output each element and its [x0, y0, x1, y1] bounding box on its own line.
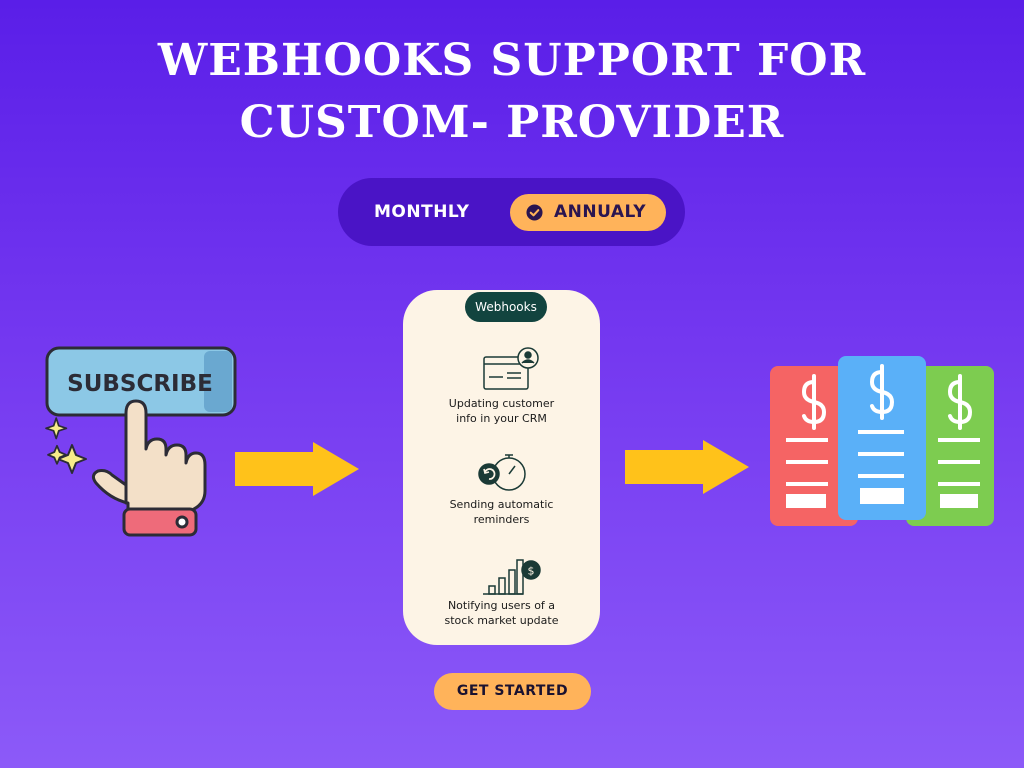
- title-line-1: WEBHOOKS SUPPORT FOR: [157, 35, 867, 86]
- subscribe-text: SUBSCRIBE: [67, 371, 213, 397]
- subscribe-button-graphic: SUBSCRIBE: [45, 346, 237, 417]
- arrow-right-icon: [625, 440, 749, 494]
- svg-text:$: $: [528, 565, 535, 578]
- bar-chart-dollar-icon: $: [483, 559, 541, 595]
- item-reminders-line2: reminders: [473, 513, 530, 526]
- pointing-hand-icon: [91, 399, 207, 537]
- check-circle-icon: [526, 204, 543, 221]
- get-started-button[interactable]: GET STARTED: [434, 673, 591, 710]
- sparkle-icon: [45, 417, 87, 474]
- green-dollar-document-icon: [906, 366, 994, 526]
- arrow-right-icon: [235, 442, 359, 496]
- monthly-option[interactable]: MONTHLY: [374, 202, 470, 222]
- item-crm-line2: info in your CRM: [456, 412, 547, 425]
- annual-option[interactable]: ANNUALY: [510, 194, 666, 231]
- billing-period-toggle: MONTHLY ANNUALY: [338, 178, 685, 246]
- item-reminders-text: Sending automatic reminders: [403, 497, 600, 527]
- webhooks-card: Webhooks Updating customer info in your …: [403, 290, 600, 645]
- annual-option-label: ANNUALY: [554, 202, 647, 222]
- item-crm-line1: Updating customer: [448, 397, 555, 410]
- crm-profile-icon: [483, 347, 539, 390]
- subscription-documents-illustration: [770, 356, 994, 526]
- item-stock-text: Notifying users of a stock market update: [403, 598, 600, 628]
- subscribe-hand-illustration: SUBSCRIBE: [45, 346, 237, 537]
- red-dollar-document-icon: [770, 366, 858, 526]
- item-reminders-line1: Sending automatic: [449, 498, 554, 511]
- stopwatch-icon: [478, 454, 526, 491]
- webhooks-badge: Webhooks: [465, 292, 547, 322]
- item-crm-text: Updating customer info in your CRM: [403, 396, 600, 426]
- page-title: WEBHOOKS SUPPORT FOR CUSTOM- PROVIDER: [0, 30, 1024, 154]
- item-stock-line2: stock market update: [444, 614, 559, 627]
- title-line-2: CUSTOM- PROVIDER: [239, 97, 785, 148]
- blue-dollar-document-icon: [838, 356, 926, 520]
- item-stock-line1: Notifying users of a: [447, 599, 556, 612]
